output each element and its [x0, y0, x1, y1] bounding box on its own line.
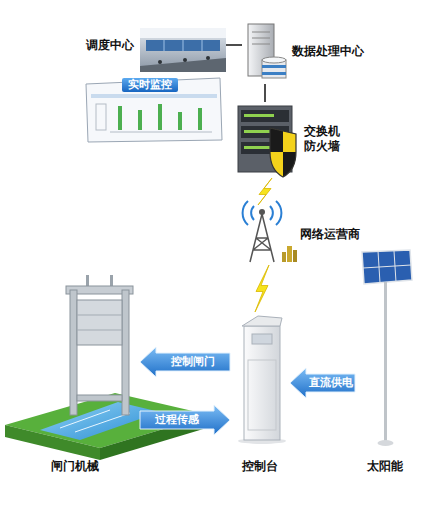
arrow-label: 控制闸门	[153, 354, 233, 370]
monitor-screenshot	[198, 108, 202, 130]
server-icon	[252, 38, 270, 39]
control-room-photo	[183, 58, 187, 62]
monitor-screenshot	[86, 78, 222, 142]
server-icon	[262, 65, 286, 68]
component-label: 控制台	[230, 459, 290, 474]
monitor-screenshot	[96, 104, 106, 130]
solar-panel-icon	[378, 440, 394, 446]
control-room-photo	[140, 28, 226, 72]
switch-firewall-icon	[268, 126, 298, 178]
connector	[258, 178, 272, 205]
component-node: 太阳能	[355, 248, 415, 476]
control-room-photo	[140, 58, 226, 72]
component-node: 控制台	[230, 312, 290, 477]
component-label: 交换机 防火墙	[304, 124, 344, 154]
control-room-photo	[164, 40, 165, 51]
connector	[228, 45, 242, 46]
server-icon	[262, 72, 286, 75]
connector-line	[264, 84, 266, 102]
lightning-link	[255, 265, 269, 312]
component-label: 调度中心	[86, 38, 142, 53]
server-icon	[252, 44, 270, 45]
monitor-screenshot	[110, 132, 212, 133]
control-room-photo	[206, 56, 210, 60]
monitor-screenshot	[91, 94, 217, 98]
connector-line	[228, 44, 242, 46]
monitor-screenshot	[178, 112, 182, 130]
network-tower-icon	[250, 214, 274, 262]
monitor-screenshot	[138, 110, 142, 130]
monitor-screenshot	[122, 78, 178, 92]
network-tower-icon	[293, 250, 297, 262]
connector	[255, 265, 269, 312]
gate-machinery-illustration	[77, 300, 122, 345]
network-tower-icon	[276, 201, 281, 225]
monitor-screenshot	[158, 104, 162, 130]
control-room-photo	[183, 40, 184, 51]
component-node: 网络运营商	[238, 205, 383, 265]
gate-machinery-illustration	[77, 330, 122, 331]
monitor-screenshot	[86, 78, 222, 142]
arrow-label: 过程传感	[137, 412, 217, 428]
banner-label: 实时监控	[122, 78, 178, 92]
server-icon	[248, 24, 286, 78]
control-room-photo	[140, 28, 226, 38]
monitor-screenshot	[118, 106, 122, 130]
control-cabinet-icon	[238, 316, 286, 444]
switch-firewall-icon	[241, 110, 289, 122]
component-node: 交换机 防火墙	[234, 102, 346, 178]
network-tower-icon	[287, 246, 292, 262]
component-node: 闸门机械	[5, 275, 140, 475]
server-icon	[252, 32, 270, 33]
gate-machinery-illustration	[70, 290, 77, 415]
component-label: 闸门机械	[40, 459, 110, 474]
component-label: 数据处理中心	[292, 44, 380, 59]
network-tower-icon	[259, 209, 265, 215]
control-room-photo	[202, 40, 203, 51]
gate-machinery-illustration	[122, 290, 129, 415]
switch-firewall-icon	[270, 128, 296, 177]
network-tower-icon	[251, 206, 254, 220]
gate-machinery-illustration	[77, 315, 122, 316]
switch-firewall-icon	[244, 114, 274, 117]
solar-panel-icon	[363, 265, 411, 268]
component-node: 数据处理中心	[242, 22, 382, 84]
component-label: 网络运营商	[300, 227, 380, 242]
arrow-label: 直流供电	[291, 375, 371, 391]
solar-panel-icon	[362, 250, 412, 284]
solar-panel-icon	[384, 282, 387, 442]
solar-panel-icon	[362, 250, 412, 446]
switch-firewall-icon	[268, 126, 298, 178]
network-tower-icon	[270, 206, 273, 220]
control-room-photo	[146, 40, 220, 51]
control-cabinet-icon	[252, 334, 272, 344]
network-tower-icon	[243, 201, 297, 262]
component-label: 太阳能	[355, 459, 415, 474]
wire	[226, 44, 228, 46]
control-cabinet-icon	[248, 360, 276, 430]
connector	[265, 84, 266, 102]
control-room-photo	[158, 60, 162, 64]
gate-machinery-illustration	[77, 395, 122, 401]
control-cabinet-icon	[244, 326, 280, 440]
switch-firewall-icon	[238, 106, 298, 178]
control-cabinet-icon	[242, 316, 282, 326]
control-room-photo	[140, 28, 226, 72]
network-tower-icon	[243, 201, 248, 225]
lightning-link	[258, 178, 272, 205]
server-icon	[262, 57, 286, 63]
network-tower-icon	[282, 252, 286, 262]
